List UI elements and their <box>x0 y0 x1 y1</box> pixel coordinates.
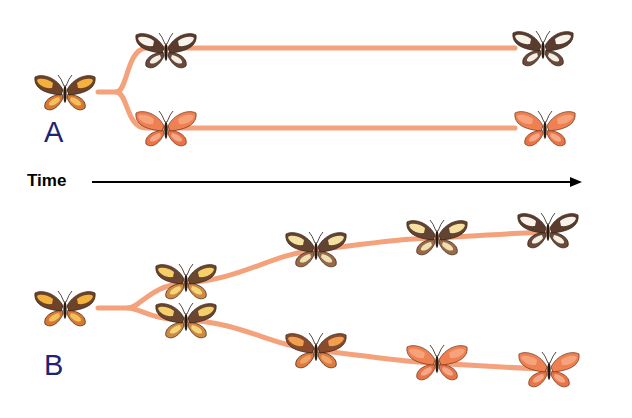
butterfly <box>35 291 95 326</box>
butterfly <box>35 75 95 110</box>
butterfly <box>407 345 467 380</box>
butterfly <box>286 232 346 267</box>
time-axis <box>92 181 572 183</box>
butterfly <box>519 352 579 387</box>
butterfly <box>513 31 573 66</box>
butterfly <box>136 111 196 146</box>
arrowhead <box>570 177 582 187</box>
butterfly <box>407 220 467 255</box>
panel-letter: B <box>44 350 63 382</box>
lineage-line <box>98 232 548 308</box>
lineage-lines <box>98 48 548 369</box>
butterfly <box>156 264 216 299</box>
panel-letter: A <box>44 117 63 149</box>
butterfly <box>156 303 216 338</box>
butterfly <box>518 213 578 248</box>
butterfly <box>136 33 196 68</box>
butterfly <box>286 333 346 368</box>
axis-label: Time <box>27 172 66 191</box>
butterfly <box>515 111 575 146</box>
